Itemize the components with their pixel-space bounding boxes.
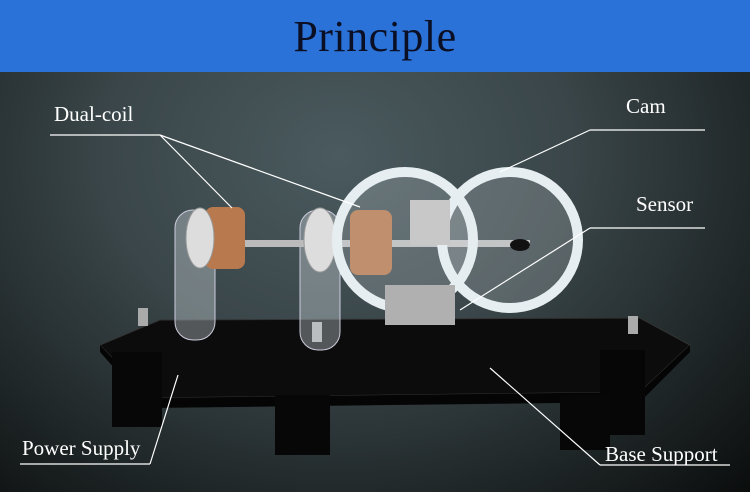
coil-2-core	[303, 207, 337, 273]
label-sensor: Sensor	[636, 192, 694, 216]
bolt	[138, 308, 148, 326]
leader-lines	[20, 129, 730, 466]
sensor-body	[510, 239, 530, 251]
bearing-block	[410, 200, 450, 245]
coil-1-core	[185, 207, 215, 269]
foot-mid	[275, 395, 330, 455]
page-title: Principle	[293, 11, 457, 61]
cam-wheel-front	[437, 167, 583, 313]
label-dual-coil: Dual-coil	[54, 102, 134, 126]
label-base-support: Base Support	[605, 442, 718, 466]
title-banner: Principle	[0, 0, 750, 72]
foot-right	[560, 395, 610, 450]
label-power-supply: Power Supply	[22, 436, 141, 460]
bolt	[628, 316, 638, 334]
foot-left	[112, 352, 162, 427]
support-block	[385, 285, 455, 325]
coil-1	[205, 207, 245, 269]
bolt	[312, 322, 322, 342]
label-cam: Cam	[626, 94, 666, 118]
coil-2	[350, 210, 392, 275]
